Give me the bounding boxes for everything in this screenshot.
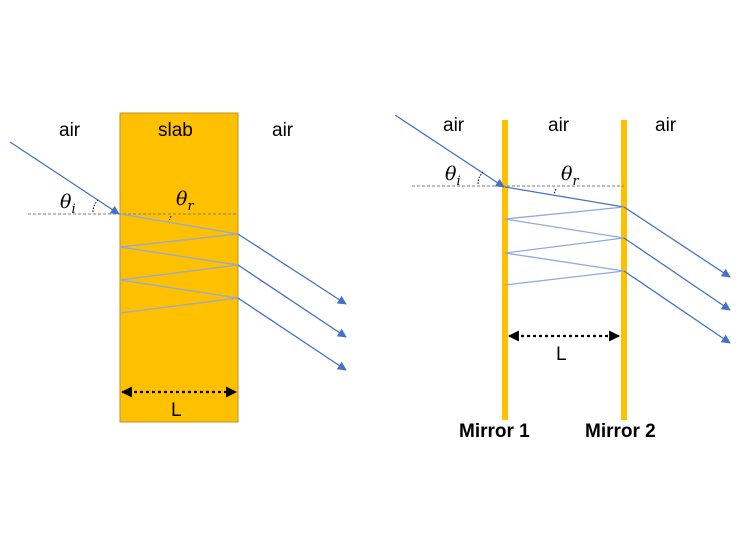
theta-r-label: θr bbox=[561, 163, 579, 189]
slab-label: slab bbox=[158, 120, 193, 141]
internal-ray bbox=[504, 237, 625, 254]
transmitted-ray bbox=[623, 270, 731, 344]
theta-i-label: θi bbox=[60, 191, 76, 217]
transmitted-ray bbox=[237, 233, 347, 305]
slab-diagram: air slab air θi θr L bbox=[9, 112, 347, 423]
internal-ray bbox=[119, 264, 239, 281]
length-label: L bbox=[171, 400, 182, 421]
internal-ray bbox=[119, 297, 239, 314]
transmitted-ray bbox=[623, 237, 731, 311]
length-label: L bbox=[556, 344, 567, 365]
theta-r-label: θr bbox=[176, 188, 194, 214]
mirror-2-label: Mirror 2 bbox=[585, 421, 656, 442]
internal-ray bbox=[504, 252, 625, 272]
air-left-label: air bbox=[443, 115, 465, 136]
cavity-ray bbox=[504, 186, 625, 208]
mirror-2 bbox=[621, 120, 627, 420]
internal-ray bbox=[119, 213, 239, 235]
internal-ray bbox=[504, 218, 625, 239]
theta-r-arc bbox=[168, 215, 172, 222]
theta-i-label: θi bbox=[445, 163, 461, 189]
transmitted-ray bbox=[237, 297, 347, 371]
internal-ray bbox=[504, 206, 625, 220]
theta-r-arc bbox=[553, 188, 557, 195]
air-right-label: air bbox=[655, 115, 677, 136]
internal-ray bbox=[119, 233, 239, 248]
internal-ray bbox=[119, 246, 239, 266]
incident-ray bbox=[394, 114, 505, 188]
transmitted-ray bbox=[623, 206, 731, 278]
air-left-label: air bbox=[59, 120, 81, 141]
mirror-diagram: air air air θi θr L Mirror 1 Mirror 2 bbox=[394, 114, 731, 442]
theta-i-arc bbox=[477, 171, 484, 185]
mirror-1 bbox=[502, 120, 508, 420]
transmitted-ray bbox=[237, 264, 347, 338]
internal-ray bbox=[119, 279, 239, 299]
internal-ray bbox=[504, 270, 625, 286]
incident-ray bbox=[9, 141, 120, 215]
air-right-label: air bbox=[272, 120, 294, 141]
theta-i-arc bbox=[92, 199, 99, 213]
mirror-1-label: Mirror 1 bbox=[459, 421, 530, 442]
air-middle-label: air bbox=[548, 115, 570, 136]
